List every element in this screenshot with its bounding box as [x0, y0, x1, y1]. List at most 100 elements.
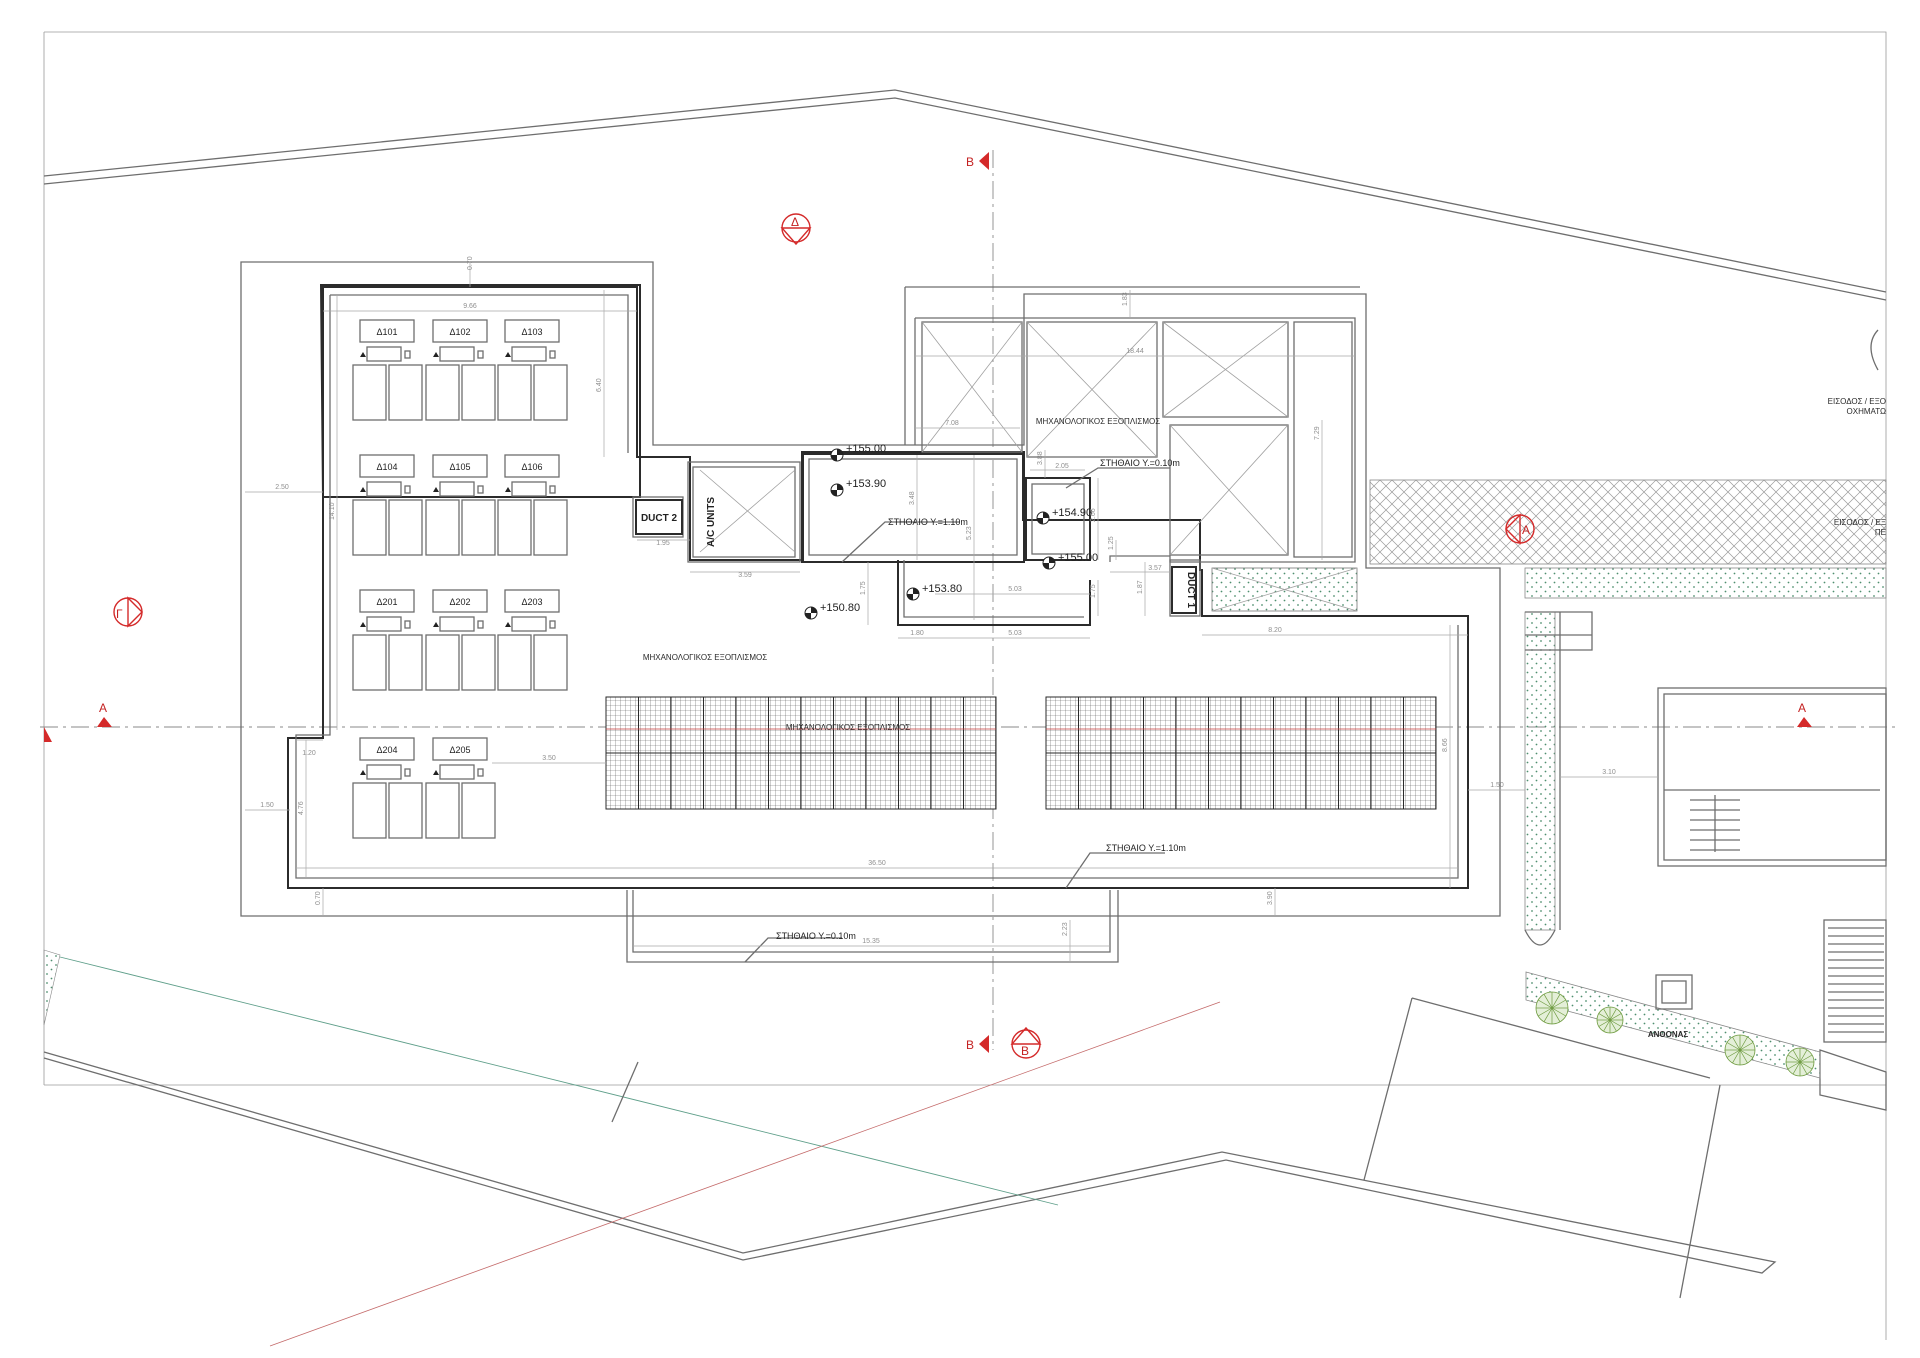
elevation-markers: +155.00 +153.90 +154.90 +155.00 +153.80 …	[804, 443, 1098, 620]
unit-equipment	[425, 346, 496, 421]
parapet-note: ΣΤΗΘΑΙΟ Υ.=0.10m	[1100, 458, 1180, 468]
svg-text:18.44: 18.44	[1126, 348, 1144, 355]
svg-text:36.50: 36.50	[868, 860, 886, 867]
tree-symbol	[1596, 1006, 1624, 1034]
svg-text:8.66: 8.66	[1442, 738, 1449, 752]
section-marker-circle-d: Δ	[780, 213, 812, 246]
elevation-marker: +154.90	[1036, 507, 1092, 525]
svg-text:1.95: 1.95	[656, 540, 670, 547]
svg-text:1.75: 1.75	[1090, 584, 1097, 598]
section-markers: Α Α Β Β Β Δ Γ	[44, 152, 1812, 1059]
svg-text:1.20: 1.20	[302, 750, 316, 757]
unit-label: Δ205	[449, 745, 470, 755]
svg-text:Α: Α	[1522, 523, 1530, 537]
svg-text:3.88: 3.88	[1037, 451, 1044, 465]
unit-row-1: Δ101 Δ102 Δ103	[359, 319, 560, 343]
garden-trees	[1535, 991, 1815, 1077]
unit-label: Δ105	[449, 462, 470, 472]
svg-text:15.35: 15.35	[862, 938, 880, 945]
svg-text:8.20: 8.20	[1268, 627, 1282, 634]
svg-text:Α: Α	[99, 701, 107, 715]
duct-1-label: DUCT 1	[1185, 572, 1196, 609]
svg-text:1.80: 1.80	[910, 630, 924, 637]
unit-label: Δ106	[521, 462, 542, 472]
unit-label: Δ203	[521, 597, 542, 607]
section-marker-a-left-edge	[44, 727, 52, 742]
section-marker-circle-a: Α	[1505, 513, 1535, 545]
svg-text:7.29: 7.29	[1314, 426, 1321, 440]
svg-text:7.08: 7.08	[945, 420, 959, 427]
unit-equipment	[425, 616, 496, 691]
section-marker-circle-g: Γ	[113, 596, 143, 628]
unit-equipment	[352, 764, 423, 839]
unit-equipment	[497, 616, 568, 691]
section-marker-b-bottom: Β	[966, 1035, 989, 1053]
svg-text:3.48: 3.48	[909, 491, 916, 505]
unit-label: Δ104	[376, 462, 397, 472]
tree-symbol	[1785, 1047, 1815, 1077]
unit-equipment	[425, 764, 496, 839]
svg-text:3.59: 3.59	[738, 572, 752, 579]
svg-text:1.50: 1.50	[1490, 782, 1504, 789]
svg-text:2.50: 2.50	[275, 484, 289, 491]
unit-label: Δ202	[449, 597, 470, 607]
unit-row-2: Δ104 Δ105 Δ106	[359, 454, 560, 478]
entrance-label: ΠΕ	[1875, 528, 1886, 537]
svg-text:Β: Β	[1021, 1044, 1029, 1058]
mech-label-pv: ΜΗΧΑΝΟΛΟΓΙΚΟΣ ΕΞΟΠΛΙΣΜΟΣ	[786, 723, 910, 732]
entrance-label: ΕΙΣΟΔΟΣ / ΕΞ	[1834, 518, 1886, 527]
equipment-labels: DUCT 2 DUCT 1 A/C UNITS ΜΗΧΑΝΟΛΟΓΙΚΟΣ ΕΞ…	[635, 417, 1197, 732]
parapet-note: ΣΤΗΘΑΙΟ Υ.=1.10m	[888, 517, 968, 527]
svg-text:0.70: 0.70	[315, 891, 322, 905]
svg-text:+150.80: +150.80	[820, 602, 860, 614]
unit-equipment	[497, 481, 568, 556]
section-marker-b-top: Β	[966, 152, 989, 170]
unit-label: Δ201	[376, 597, 397, 607]
mechanical-zones	[699, 321, 1358, 612]
unit-label: Δ102	[449, 327, 470, 337]
svg-text:+153.90: +153.90	[846, 478, 886, 490]
entrance-label: ΕΙΣΟΔΟΣ / ΕΞΟ	[1828, 397, 1886, 406]
dimension-lines: 0.70 9.66 6.40 2.50 14.10 1.95 3.59 1.83…	[245, 256, 1658, 962]
section-axes	[40, 150, 1900, 1050]
svg-text:5.03: 5.03	[1008, 586, 1022, 593]
svg-text:Α: Α	[1798, 701, 1806, 715]
parapet-note: ΣΤΗΘΑΙΟ Υ.=1.10m	[1106, 843, 1186, 853]
pv-module-outlines	[605, 696, 1437, 810]
svg-text:Β: Β	[966, 155, 974, 169]
svg-text:Γ: Γ	[116, 607, 123, 621]
pv-arrays	[605, 696, 1437, 810]
pv-module	[963, 752, 997, 810]
svg-text:9.66: 9.66	[463, 303, 477, 310]
svg-text:+153.80: +153.80	[922, 583, 962, 595]
svg-text:+154.90: +154.90	[1052, 507, 1092, 519]
svg-text:3.50: 3.50	[542, 755, 556, 762]
section-marker-a-right: Α	[1797, 701, 1812, 727]
unit-row-4: Δ204 Δ205	[359, 737, 488, 761]
parapet-note: ΣΤΗΘΑΙΟ Υ.=0.10m	[776, 931, 856, 941]
svg-text:0.70: 0.70	[467, 256, 474, 270]
ac-units-label: A/C UNITS	[706, 497, 717, 547]
section-marker-a-left: Α	[97, 701, 112, 727]
svg-text:1.75: 1.75	[860, 581, 867, 595]
svg-text:1.25: 1.25	[1108, 536, 1115, 550]
svg-text:2.05: 2.05	[1055, 463, 1069, 470]
elevation-marker: +153.90	[830, 478, 886, 497]
tree-symbol	[1535, 991, 1569, 1025]
svg-text:+155.00: +155.00	[1058, 552, 1098, 564]
svg-text:2.23: 2.23	[1062, 922, 1069, 936]
parapet-notes: ΣΤΗΘΑΙΟ Υ.=1.10m ΣΤΗΘΑΙΟ Υ.=0.10m ΣΤΗΘΑΙ…	[744, 458, 1186, 963]
svg-text:5.03: 5.03	[1008, 630, 1022, 637]
unit-label: Δ101	[376, 327, 397, 337]
svg-text:5.23: 5.23	[966, 526, 973, 540]
site-features-right	[1369, 329, 1887, 1111]
building-outline	[240, 261, 1501, 963]
unit-equipment	[352, 346, 423, 421]
garden-label: ΑΝΘΟΝΑΣ	[1648, 1030, 1689, 1039]
unit-equipment-blocks	[352, 346, 568, 839]
svg-text:6.40: 6.40	[596, 378, 603, 392]
tree-symbol	[1724, 1034, 1756, 1066]
unit-label: Δ103	[521, 327, 542, 337]
unit-equipment	[352, 616, 423, 691]
mech-label-top: ΜΗΧΑΝΟΛΟΓΙΚΟΣ ΕΞΟΠΛΙΣΜΟΣ	[1036, 417, 1160, 426]
